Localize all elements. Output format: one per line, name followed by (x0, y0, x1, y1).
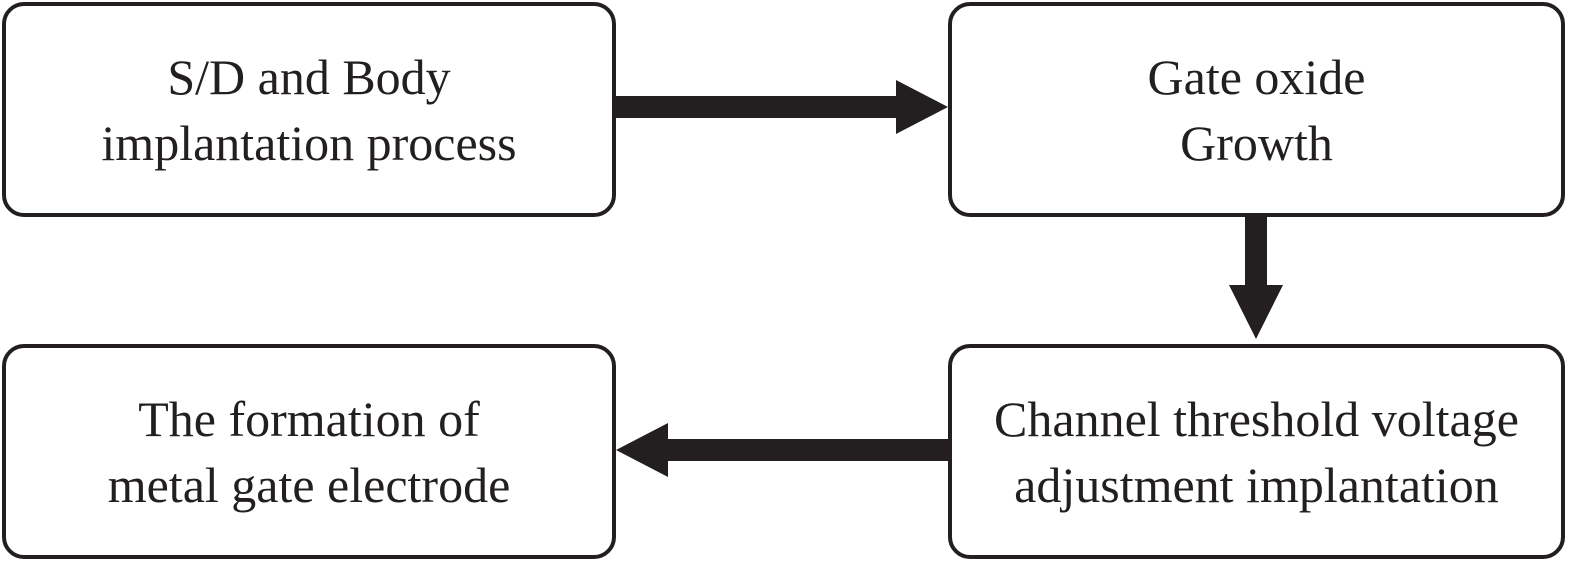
step-label: Gate oxide Growth (1148, 44, 1366, 176)
step-label-line-1: Channel threshold voltage (994, 390, 1519, 447)
arrow-right-icon (616, 80, 948, 134)
arrow-left-icon (616, 423, 948, 477)
step-label-line-1: S/D and Body (167, 48, 451, 105)
step-label: S/D and Body implantation process (101, 44, 516, 176)
step-label-line-2: Growth (1180, 114, 1333, 171)
step-gate-oxide-growth: Gate oxide Growth (948, 2, 1565, 217)
step-label-line-1: The formation of (138, 390, 480, 447)
step-label: Channel threshold voltage adjustment imp… (994, 386, 1519, 518)
step-metal-gate-formation: The formation of metal gate electrode (2, 344, 616, 559)
step-label-line-2: metal gate electrode (107, 456, 511, 513)
step-channel-threshold-adjustment: Channel threshold voltage adjustment imp… (948, 344, 1565, 559)
step-sd-body-implantation: S/D and Body implantation process (2, 2, 616, 217)
step-label-line-2: adjustment implantation (1014, 456, 1499, 513)
arrow-down-icon (1229, 217, 1283, 339)
step-label: The formation of metal gate electrode (108, 386, 511, 518)
step-label-line-2: implantation process (101, 114, 517, 171)
step-label-line-1: Gate oxide (1147, 48, 1366, 105)
